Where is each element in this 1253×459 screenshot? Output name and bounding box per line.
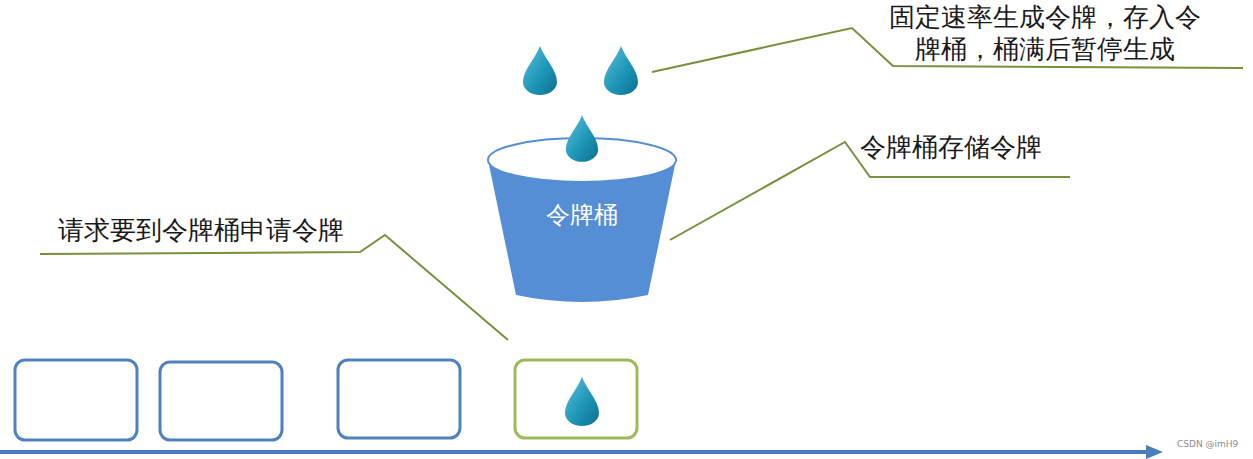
token-drop (604, 46, 638, 95)
callout-text: 固定速率生成令牌，存入令 牌桶，桶满后暂停生成 (880, 2, 1210, 65)
callout-text: 请求要到令牌桶申请令牌 (58, 215, 344, 247)
request-box (160, 362, 282, 440)
axis-arrowhead (1146, 445, 1163, 459)
token-drop (565, 377, 599, 426)
bucket-label: 令牌桶 (486, 201, 678, 230)
callout-text: 令牌桶存储令牌 (860, 132, 1042, 164)
leader-line (40, 235, 508, 340)
token-drop (523, 46, 557, 95)
token-bucket: 令牌桶 (486, 135, 678, 307)
watermark: CSDN @imH9 (1177, 439, 1238, 450)
request-box (515, 360, 637, 438)
request-box (15, 360, 137, 440)
token-drop (566, 115, 598, 162)
request-box (338, 360, 460, 438)
time-axis (0, 450, 1148, 454)
